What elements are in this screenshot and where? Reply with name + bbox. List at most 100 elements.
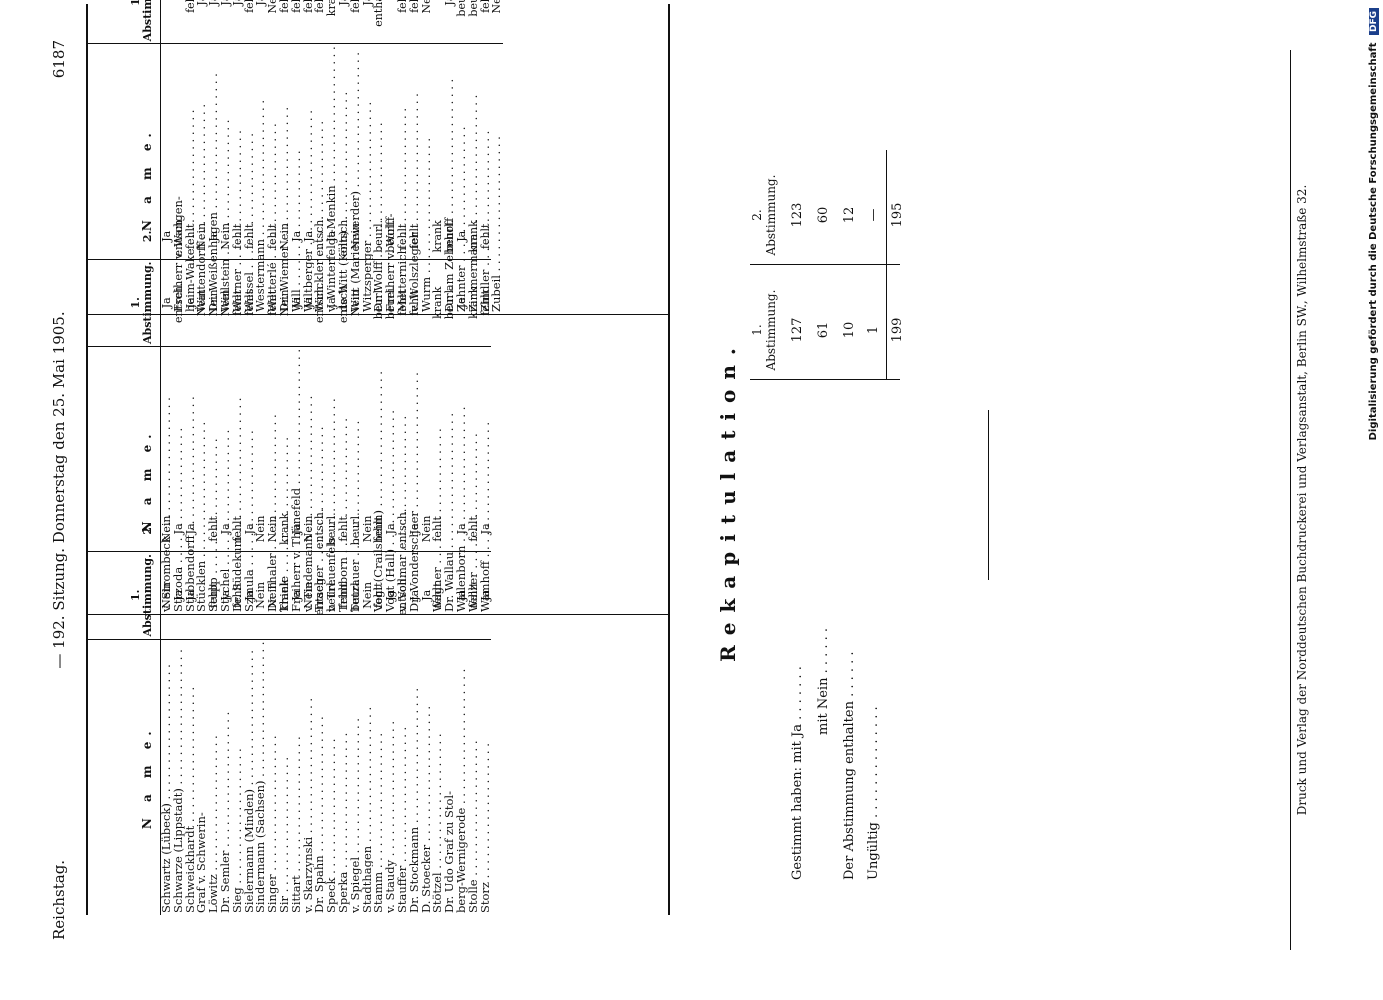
member-name: Dr. Thaler . . . . . . . . . . . . . . .… xyxy=(267,347,279,615)
member-name: Sir . . . . . . . . . . . . . . . . . . … xyxy=(279,639,291,915)
dot-leader: . . . . . . . . . . . . . . . . . . . xyxy=(196,104,208,243)
member-name: Zindler . . . . . . . . . . . . . . . . … xyxy=(480,44,492,314)
member-name: Wattendorff . . . . . . . . . . . . . . … xyxy=(196,44,208,314)
member-name: Schwartz (Lübeck) . . . . . . . . . . . … xyxy=(161,639,173,915)
dot-leader: . . . . . . . . . . . . . . . . . . . xyxy=(362,707,374,846)
member-name xyxy=(161,44,173,314)
member-name: Stychel . . . . . . . . . . . . . . . . … xyxy=(220,347,232,615)
vote-1: fehlt xyxy=(408,0,421,44)
dot-leader: . . . . . . . . . . . . . . . . . . . xyxy=(196,422,208,561)
vote-1: Nein xyxy=(490,0,503,44)
dot-leader: . . . . . . . . . . . . . . . . . . . xyxy=(456,407,468,546)
name-header: N a m e. xyxy=(88,43,161,314)
member-name: Dr. Udo Graf zu Stol- xyxy=(444,791,456,913)
dot-leader: . . . . . . . . . . . . . . . . . . . xyxy=(279,437,291,576)
member-name: Tutzauer . . . . . . . . . . . . . . . .… xyxy=(350,347,362,615)
member-name: Stauffer . . . . . . . . . . . . . . . .… xyxy=(397,639,409,915)
dot-leader: . . . . . . . . . . . . . . . . . . . xyxy=(385,721,397,860)
member-name: Vogt (Crailsheim) . . . . . . . . . . . … xyxy=(373,347,385,615)
dot-leader: . . . . . . . . . . . . . . . . . . . xyxy=(350,718,362,857)
vote-1: beurl. xyxy=(455,0,468,44)
table-row xyxy=(432,0,445,314)
member-name: Wurm . . . . . . . . . . . . . . . . . .… xyxy=(421,44,433,314)
table-row: Werner . . . . . . . . . . . . . . . . .… xyxy=(231,0,244,314)
dot-leader: . . . . . . . . . . . . . . . . . . . xyxy=(385,410,397,549)
recap-row: Gestimmt haben: mit Ja . . . . . . . 127… xyxy=(790,202,805,880)
dot-leader: . . . . . . . . . . . . . . . . . . . xyxy=(291,736,303,875)
member-name: Wiltberger . . . . . . . . . . . . . . .… xyxy=(303,44,315,314)
recap-row: Ungültig . . . . . . . . . . . . . . 1 — xyxy=(866,208,881,881)
vote-1 xyxy=(160,0,173,44)
dot-leader: . . . . . . . . . . . . . . . . . . . xyxy=(314,121,326,260)
member-name: D. Stoecker . . . . . . . . . . . . . . … xyxy=(421,639,433,915)
dot-leader: . . . . . . . . . . . . . . . . . . . xyxy=(303,396,315,535)
member-name: Wamhoff . . . . . . . . . . . . . . . . … xyxy=(480,347,492,615)
member-name: Vogt (Hall) . . . . . . . . . . . . . . … xyxy=(385,347,397,615)
member-name: Singer . . . . . . . . . . . . . . . . .… xyxy=(267,639,279,915)
table-row: de Witt (Köln) . . . . . . . . . . . . .… xyxy=(337,0,350,314)
table-row: Will . . . . . . . . . . . . . . . . . .… xyxy=(290,0,303,314)
member-name: v. Tiedemann . . . . . . . . . . . . . .… xyxy=(303,347,315,615)
dot-leader: . . . . . . . . . . . . . . . . . . . xyxy=(244,133,256,272)
member-name: Will . . . . . . . . . . . . . . . . . .… xyxy=(291,44,303,314)
vote-column-1: N a m e. 1.Abstimmung. 2. Schwartz (Lübe… xyxy=(86,506,670,915)
dot-leader: . . . . . . . . . . . . . . . . . . . xyxy=(480,743,492,882)
member-name xyxy=(421,347,433,615)
member-name: Traeger . . . . . . . . . . . . . . . . … xyxy=(314,347,326,615)
vote-column-2: N a m e. 1.Abstimmung. 2. v. Strombeck .… xyxy=(86,214,670,615)
dot-leader: . . . . . . . . . . . . . . . . . . . xyxy=(444,413,456,552)
member-name: Schweickhardt . . . . . . . . . . . . . … xyxy=(185,639,197,915)
member-name: berg-Wernigerode . . . . . . . . . . . .… xyxy=(456,639,468,915)
member-name: Szmula . . . . . . . . . . . . . . . . .… xyxy=(244,347,256,615)
table-row: Zimmermann . . . . . . . . . . . . . . .… xyxy=(467,0,480,314)
table-row: Westermann . . . . . . . . . . . . . . .… xyxy=(254,0,267,314)
dot-leader: . . . . . . . . . . . . . . . . . . . xyxy=(161,664,173,803)
dfg-logo: DFG xyxy=(1369,8,1379,36)
dot-leader: . . . . . . . . . . . . . . . . . . . xyxy=(350,52,362,191)
dot-leader: . . . . . . . . . . . . . . . . . . . xyxy=(314,716,326,855)
table-row: Zindler . . . . . . . . . . . . . . . . … xyxy=(479,0,492,314)
digitization-credit: Digitalisierung gefördert durch die Deut… xyxy=(1368,8,1379,988)
dot-leader: . . . . . . . . . . . . . . . . . . . xyxy=(185,110,197,249)
dot-leader: . . . . . . . . . . . . . . . . . . . xyxy=(432,733,444,872)
dot-leader: . . . . . . . . . . . . . . . . . . . xyxy=(255,100,267,239)
member-name: Wellstein . . . . . . . . . . . . . . . … xyxy=(220,44,232,314)
dot-leader: . . . . . . . . . . . . . . . . . . . xyxy=(338,418,350,557)
dot-leader: . . . . . . . . . . . . . . . . . . . xyxy=(409,372,421,511)
recap-row: mit Nein . . . . . . 61 60 xyxy=(816,206,831,735)
dot-leader: . . . . . . . . . . . . . . . . . . . xyxy=(303,698,315,837)
dot-leader: . . . . . . . . . . . . . . . . . . . xyxy=(350,421,362,560)
dot-leader: . . . . . . . . . . . . . . . . . . . xyxy=(220,430,232,569)
dot-leader: . . . . . . . . . . . . . . . . . . . xyxy=(456,127,468,266)
table-row: Wetterlé . . . . . . . . . . . . . . . .… xyxy=(266,0,279,314)
dot-leader: . . . . . . . . . . . . . . . . . . . xyxy=(468,95,480,234)
member-name: Dr. Vonderscheer . . . . . . . . . . . .… xyxy=(409,347,421,615)
member-name: v. Skarzynski . . . . . . . . . . . . . … xyxy=(303,639,315,915)
member-name: Zimmermann . . . . . . . . . . . . . . .… xyxy=(468,44,480,314)
vote-1: Ja xyxy=(207,0,220,44)
vote-1: fehlt xyxy=(278,0,291,44)
member-name: Zehnter . . . . . . . . . . . . . . . . … xyxy=(456,44,468,314)
imprint-footer: Druck und Verlag der Norddeutschen Buchd… xyxy=(1290,50,1309,950)
dot-leader: . . . . . . . . . . . . . . . . . . . xyxy=(279,757,291,896)
member-name: v. Winterfeldt-Menkin . . . . . . . . . … xyxy=(326,44,338,314)
table-row: Freiherr v. Wolff- xyxy=(385,0,397,314)
recap-title: Rekapitulation. xyxy=(716,338,740,662)
dot-leader: . . . . . . . . . . . . . . . . . . . xyxy=(208,73,220,212)
member-name: Witt (Marienwerder) . . . . . . . . . . … xyxy=(350,44,362,314)
dot-leader: . . . . . . . . . . . . . . . . . . . xyxy=(480,131,492,270)
table-row: Wessel . . . . . . . . . . . . . . . . .… xyxy=(243,0,256,314)
vote-1 xyxy=(432,0,445,44)
dot-leader: . . . . . . . . . . . . . . . . . . . xyxy=(373,733,385,872)
member-name: Stupp . . . . . . . . . . . . . . . . . … xyxy=(208,347,220,615)
dot-leader: . . . . . . . . . . . . . . . . . . . xyxy=(232,130,244,269)
recap-total-row: 199 195 xyxy=(890,202,905,343)
vote-1: fehlt xyxy=(290,0,303,44)
vote-1: Nein xyxy=(420,0,433,44)
member-name: Wallenborn . . . . . . . . . . . . . . .… xyxy=(456,347,468,615)
dot-leader: . . . . . . . . . . . . . . . . . . . xyxy=(185,687,197,826)
dot-leader: . . . . . . . . . . . . . . . . . . . xyxy=(208,438,220,577)
vote-1: beurl. xyxy=(467,0,480,44)
recap-row: Der Abstimmung enthalten . . . . . . 10 … xyxy=(842,206,857,880)
